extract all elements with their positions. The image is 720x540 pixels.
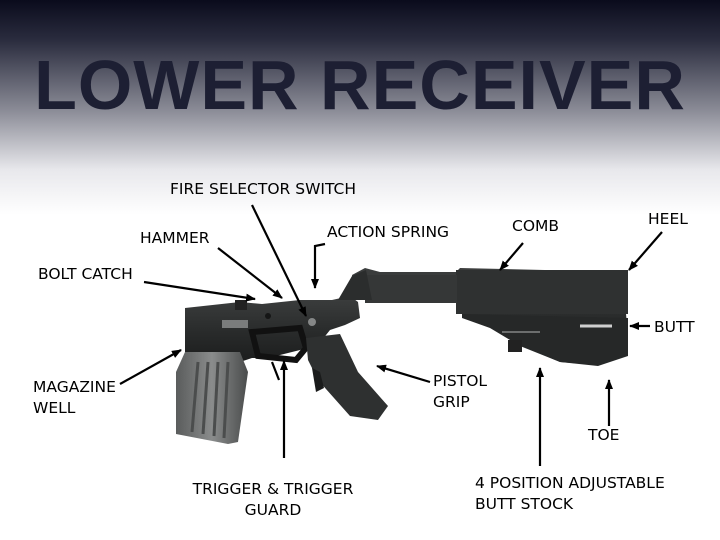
label-pistol-grip-line2: GRIP bbox=[433, 393, 470, 411]
label-butt-stock: 4 POSITION ADJUSTABLE BUTT STOCK bbox=[475, 473, 665, 515]
label-butt-stock-line1: 4 POSITION ADJUSTABLE bbox=[475, 474, 665, 492]
label-magazine-well: MAGAZINE WELL bbox=[33, 377, 116, 419]
label-heel: HEEL bbox=[648, 210, 688, 228]
label-action-spring: ACTION SPRING bbox=[327, 223, 450, 241]
label-pistol-grip: PISTOL GRIP bbox=[433, 371, 487, 413]
bolt-catch-arrow bbox=[143, 280, 256, 302]
label-comb: COMB bbox=[512, 217, 560, 235]
label-hammer: HAMMER bbox=[140, 229, 210, 247]
trigger-arrow-tick bbox=[270, 361, 281, 381]
label-pistol-grip-line1: PISTOL bbox=[433, 372, 488, 390]
label-butt-stock-line2: BUTT STOCK bbox=[475, 495, 574, 513]
pistol-grip-arrow bbox=[376, 364, 431, 384]
hammer-arrow bbox=[217, 247, 283, 299]
label-magazine-well-line2: WELL bbox=[33, 399, 76, 417]
heel-arrow bbox=[628, 231, 663, 271]
action-spring-arrow bbox=[311, 242, 326, 289]
fire-selector-arrow bbox=[251, 204, 307, 317]
butt-stock-part bbox=[352, 268, 628, 366]
slide-title: LOWER RECEIVER bbox=[34, 46, 686, 124]
label-trigger-guard-line2: GUARD bbox=[244, 501, 302, 519]
comb-arrow bbox=[499, 242, 524, 271]
label-fire-selector-switch: FIRE SELECTOR SWITCH bbox=[170, 180, 356, 198]
label-butt: BUTT bbox=[654, 318, 695, 336]
label-trigger-guard-line1: TRIGGER & TRIGGER bbox=[192, 480, 354, 498]
callout-arrows bbox=[119, 204, 663, 466]
label-trigger-guard: TRIGGER & TRIGGER GUARD bbox=[180, 479, 366, 521]
label-bolt-catch: BOLT CATCH bbox=[38, 265, 133, 283]
magazine-well-arrow bbox=[119, 349, 182, 385]
label-magazine-well-line1: MAGAZINE bbox=[33, 378, 116, 396]
pistol-grip-part bbox=[306, 334, 388, 420]
receiver-body-part bbox=[185, 270, 372, 364]
magazine-part bbox=[176, 352, 248, 444]
label-toe: TOE bbox=[588, 426, 620, 444]
